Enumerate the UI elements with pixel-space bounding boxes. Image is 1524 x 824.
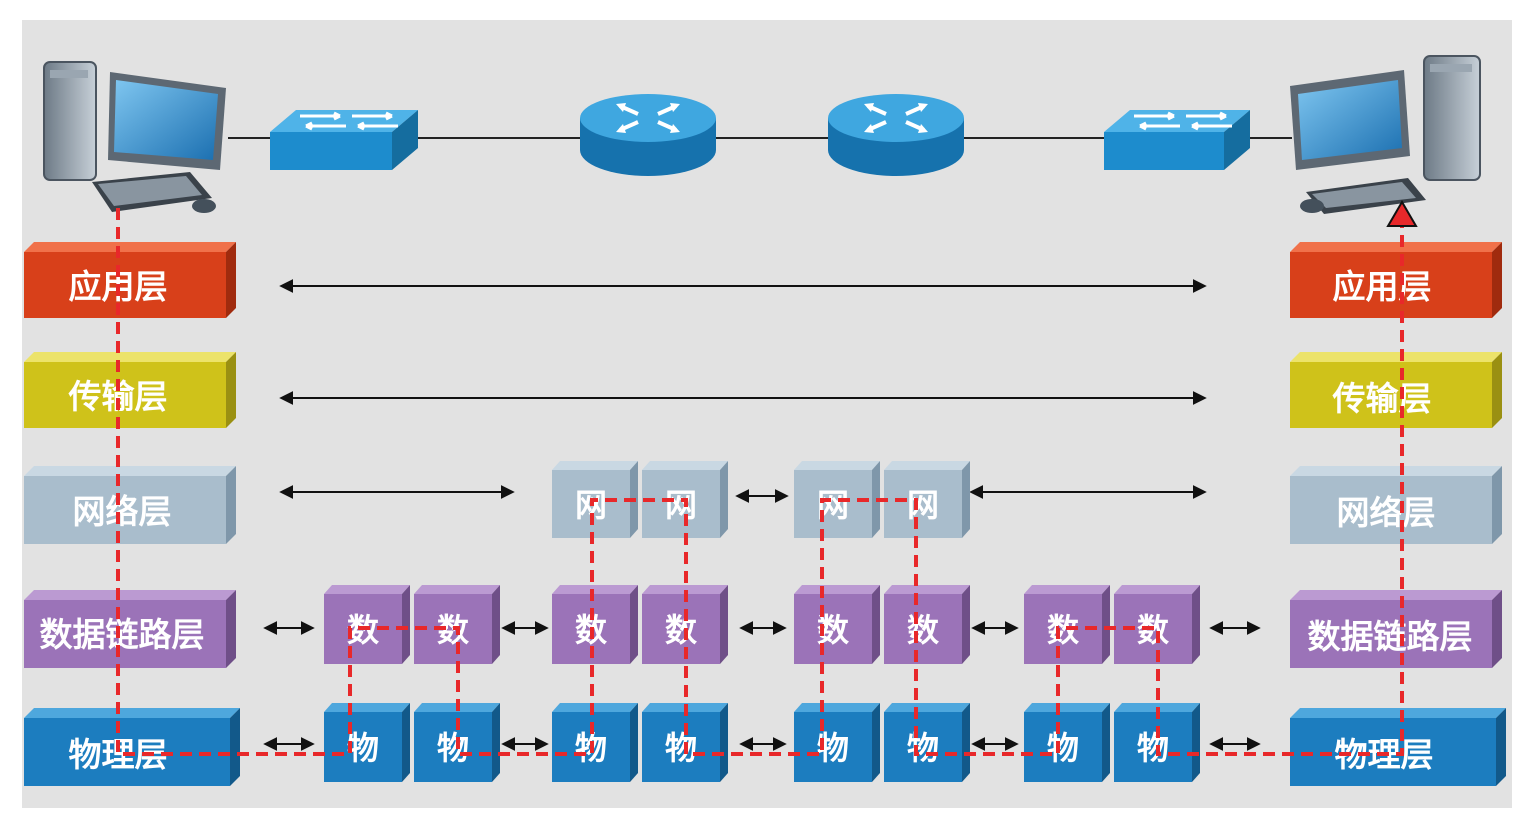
data-flow-path xyxy=(116,208,1404,756)
right-network-label: 网络层 xyxy=(1337,493,1436,532)
right-application-layer: 应用层 xyxy=(1290,242,1502,318)
left-physical-layer: 物理层 xyxy=(24,708,240,786)
data-flow-arrowhead xyxy=(1386,200,1418,227)
router-2-in-datalink: 数 xyxy=(794,585,880,664)
router-1-out-physical-label: 物 xyxy=(665,729,697,767)
switch-right-in-physical-label: 物 xyxy=(1047,729,1079,767)
switch-left-in-physical-label: 物 xyxy=(347,729,379,767)
right-transport-label: 传输层 xyxy=(1332,379,1432,418)
switch-left-in-physical: 物 xyxy=(324,703,410,782)
left-network-layer: 网络层 xyxy=(24,466,236,544)
router-2-network-out-block: 网 xyxy=(884,461,970,538)
left-application-layer: 应用层 xyxy=(24,242,236,318)
right-datalink-layer: 数据链路层 xyxy=(1290,590,1502,668)
router-2-out-datalink: 数 xyxy=(884,585,970,664)
switch-right-in-datalink: 数 xyxy=(1024,585,1110,664)
left-datalink-layer: 数据链路层 xyxy=(24,590,236,668)
destination-computer-icon xyxy=(1290,55,1481,214)
switch-left-out-physical: 物 xyxy=(414,703,500,782)
router-2-out-datalink-label: 数 xyxy=(907,611,940,649)
right-application-label: 应用层 xyxy=(1333,267,1432,306)
left-network-label: 网络层 xyxy=(73,492,172,531)
switch-right-out-physical-label: 物 xyxy=(1137,729,1169,767)
right-network-layer: 网络层 xyxy=(1290,466,1502,544)
router-1-out-datalink-label: 数 xyxy=(665,611,698,649)
router-2-icon xyxy=(828,94,964,176)
router-1-network-out-block-label: 网 xyxy=(665,486,697,524)
router-1-in-physical: 物 xyxy=(552,703,638,782)
router-1-out-datalink: 数 xyxy=(642,585,728,664)
router-2-network-out-block-label: 网 xyxy=(907,486,939,524)
switch-left-in-datalink: 数 xyxy=(324,585,410,664)
switch-right-out-physical: 物 xyxy=(1114,703,1200,782)
switch-left-icon xyxy=(270,110,418,170)
left-transport-layer: 传输层 xyxy=(24,352,236,428)
right-physical-layer: 物理层 xyxy=(1290,708,1506,786)
router-2-out-physical: 物 xyxy=(884,703,970,782)
router-1-icon xyxy=(580,94,716,176)
switch-left-out-physical-label: 物 xyxy=(437,729,469,767)
switch-right-in-physical: 物 xyxy=(1024,703,1110,782)
router-1-network-out-block: 网 xyxy=(642,461,728,538)
router-2-in-physical: 物 xyxy=(794,703,880,782)
source-computer-icon xyxy=(43,61,226,213)
right-transport-layer: 传输层 xyxy=(1290,352,1502,428)
left-datalink-label: 数据链路层 xyxy=(40,615,205,654)
switch-right-icon xyxy=(1104,110,1250,170)
right-datalink-label: 数据链路层 xyxy=(1308,617,1473,656)
router-1-in-datalink: 数 xyxy=(552,585,638,664)
router-2-out-physical-label: 物 xyxy=(907,729,939,767)
